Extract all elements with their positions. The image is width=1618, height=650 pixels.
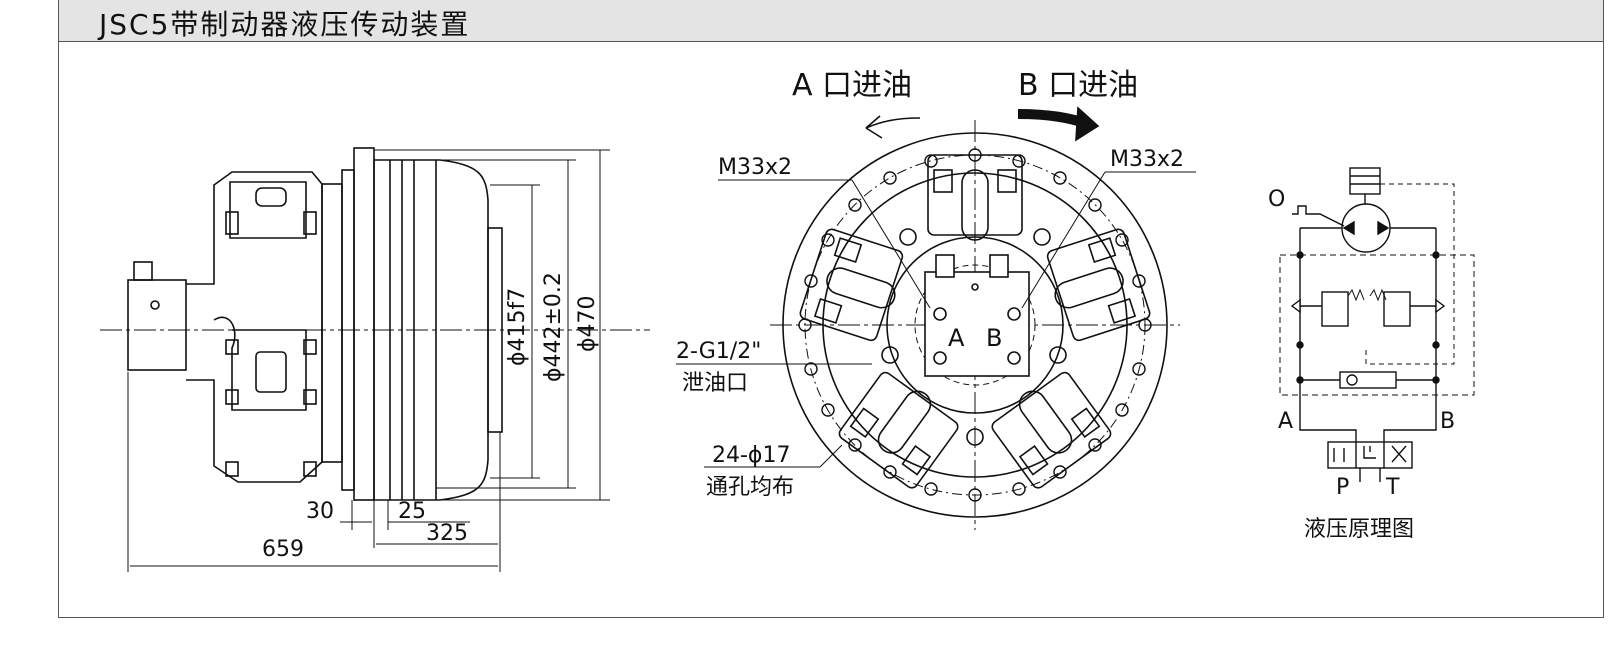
holes-spec-label: 24-ϕ17	[712, 443, 790, 468]
side-view	[100, 147, 650, 572]
schematic-label-t: T	[1385, 475, 1400, 500]
center-b-label: B	[986, 324, 1002, 352]
drain-name-label: 泄油口	[682, 371, 748, 396]
dim-diameter-470: ϕ470	[575, 295, 600, 352]
schematic-label-a: A	[1278, 409, 1293, 434]
valve-block	[127, 279, 187, 371]
drawing-frame	[58, 42, 1604, 618]
schematic-caption: 液压原理图	[1304, 517, 1414, 542]
bolt-holes	[798, 148, 1152, 502]
front-view	[676, 106, 1196, 530]
dim-25: 25	[398, 499, 426, 524]
dim-659: 659	[262, 537, 304, 562]
dim-325: 325	[426, 521, 468, 546]
page-title: JSC5带制动器液压传动装置	[99, 8, 471, 41]
schematic-label-p: P	[1336, 475, 1349, 500]
thread-left-label: M33x2	[718, 155, 792, 180]
dim-diameter-415: ϕ415f7	[505, 288, 530, 366]
drain-spec-label: 2-G1/2"	[676, 339, 761, 364]
schematic-label-b: B	[1440, 409, 1455, 434]
dim-diameter-442: ϕ442±0.2	[541, 272, 566, 382]
schematic-label-o: O	[1268, 187, 1285, 212]
arrow-a-ccw	[865, 115, 921, 139]
port-a-inlet-label: A 口进油	[792, 68, 912, 103]
side-view-dims: ϕ415f7 ϕ442±0.2 ϕ470 30 25 325 659	[262, 272, 600, 562]
brake-drum	[373, 159, 489, 501]
holes-note-label: 通孔均布	[706, 475, 794, 500]
directional-valve	[1327, 441, 1413, 469]
header-bar: JSC5带制动器液压传动装置	[58, 0, 1604, 42]
motor-housing	[186, 171, 323, 483]
thread-right-label: M33x2	[1110, 147, 1184, 172]
front-view-labels: A 口进油 B 口进油 M33x2 M33x2 2-G1/2" 泄油口 24-ϕ…	[676, 68, 1184, 500]
schematic-labels: O A B P T 液压原理图	[1268, 187, 1455, 542]
hydraulic-schematic	[1279, 167, 1475, 482]
port-block	[924, 271, 1030, 377]
center-a-label: A	[948, 324, 965, 352]
dim-30: 30	[306, 499, 334, 524]
port-b-inlet-label: B 口进油	[1018, 68, 1138, 103]
